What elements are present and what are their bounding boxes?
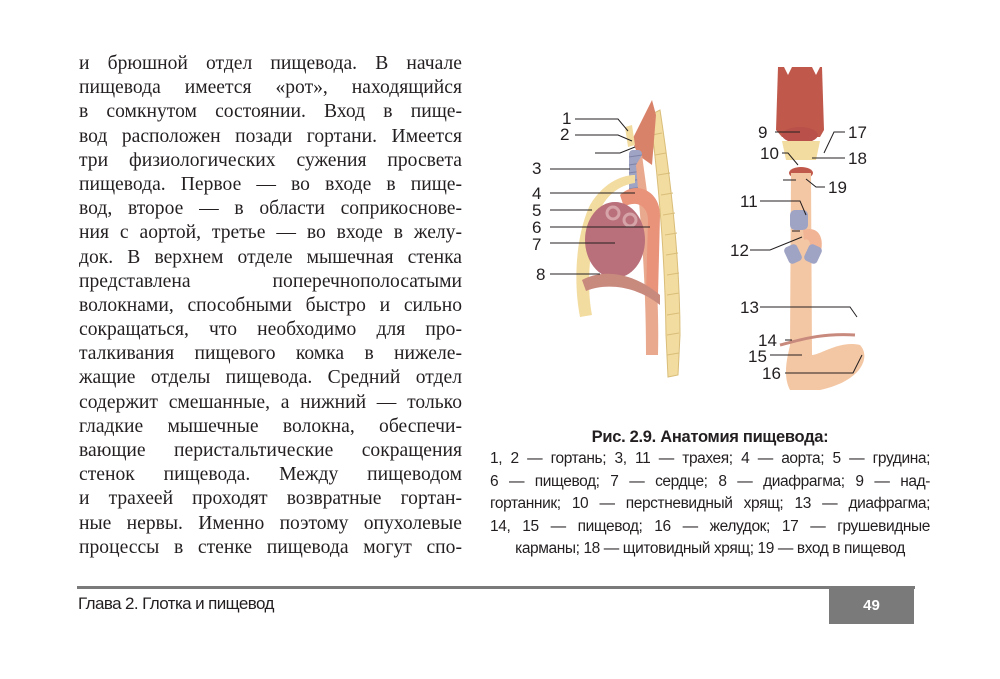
text-line: представлена поперечнополосатыми (79, 270, 462, 292)
page-number-box: 49 (829, 586, 914, 624)
callout-3: 3 (532, 159, 542, 178)
callout-1: 1 (562, 109, 572, 128)
callout-19: 19 (828, 178, 847, 197)
text-line: пищевода. Первое — во входе в пище- (79, 173, 462, 195)
callout-15: 15 (748, 347, 767, 366)
caption-line: гортанник; 10 — перстневидный хрящ; 13 —… (490, 495, 930, 512)
text-line: ные нервы. Именно поэтому опухолевые (79, 512, 462, 534)
text-line: в сомкнутом состоянии. Вход в пище- (79, 101, 462, 123)
text-line: талкивания пищевого комка в нижеле- (79, 343, 462, 365)
sagittal-view (576, 100, 681, 378)
callout-5: 5 (532, 201, 542, 220)
caption-line: 6 — пищевод; 7 — сердце; 8 — диафрагма; … (490, 472, 930, 490)
text-line: три физиологических сужения просвета (79, 149, 462, 171)
text-line: стенок пищевода. Между пищеводом (79, 464, 462, 486)
text-line: и трахеей проходят возвратные гортан- (79, 488, 462, 510)
callout-12: 12 (730, 241, 749, 260)
caption-line: карманы; 18 — щитовидный хрящ; 19 — вход… (515, 540, 905, 557)
page-number: 49 (863, 596, 880, 614)
text-line: гладкие мышечные волокна, обеспечи- (79, 415, 462, 437)
callout-7: 7 (532, 235, 542, 254)
callout-16: 16 (762, 364, 781, 383)
callout-13: 13 (740, 298, 759, 317)
text-line: вод расположен позади гортани. Имеется (79, 125, 462, 147)
callout-2: 2 (560, 125, 570, 144)
text-line: содержит смешанные, а нижний — только (79, 391, 462, 413)
caption-line: 1, 2 — гортань; 3, 11 — трахея; 4 — аорт… (490, 450, 930, 467)
footer-divider (77, 586, 915, 589)
callout-6: 6 (532, 218, 542, 237)
callout-14: 14 (758, 331, 777, 350)
figure-caption: Рис. 2.9. Анатомия пищевода: 1, 2 — горт… (490, 426, 930, 561)
text-line: док. В верхнем отделе мышечная стенка (79, 246, 462, 268)
callout-4: 4 (532, 184, 542, 203)
callout-9: 9 (758, 123, 768, 142)
posterior-view (776, 67, 865, 390)
text-line: жащие отделы пищевода. Средний отдел (79, 367, 462, 389)
esophagus-illustration (550, 67, 865, 390)
text-line: сокращаться, что необходимо для про- (79, 319, 462, 341)
body-text: и брюшной отдел пищевода. В начале пищев… (79, 52, 462, 560)
callout-8: 8 (536, 265, 546, 284)
text-line: вод, второе — в области соприкоснове- (79, 198, 462, 220)
text-line: и брюшной отдел пищевода. В начале (79, 53, 462, 74)
callout-10: 10 (760, 144, 779, 163)
callout-17: 17 (848, 123, 867, 142)
running-footer-chapter: Глава 2. Глотка и пищевод (78, 594, 274, 613)
text-line: ния с аортой, третье — во входе в желу- (79, 222, 462, 244)
caption-title: Рис. 2.9. Анатомия пищевода: (591, 428, 829, 446)
text-line: вающие перистальтические сокращения (79, 440, 462, 461)
callout-18: 18 (848, 149, 867, 168)
callout-11: 11 (740, 192, 758, 211)
anatomy-figure: 1 2 3 4 5 6 7 8 9 10 11 12 13 14 15 16 1… (520, 55, 940, 395)
text-line: процессы в стенке пищевода могут спо- (79, 536, 462, 558)
text-line: пищевода имеется «рот», находящийся (79, 77, 462, 99)
text-line: волокнами, способными быстро и сильно (79, 294, 462, 316)
caption-line: 14, 15 — пищевод; 16 — желудок; 17 — гру… (490, 517, 930, 535)
